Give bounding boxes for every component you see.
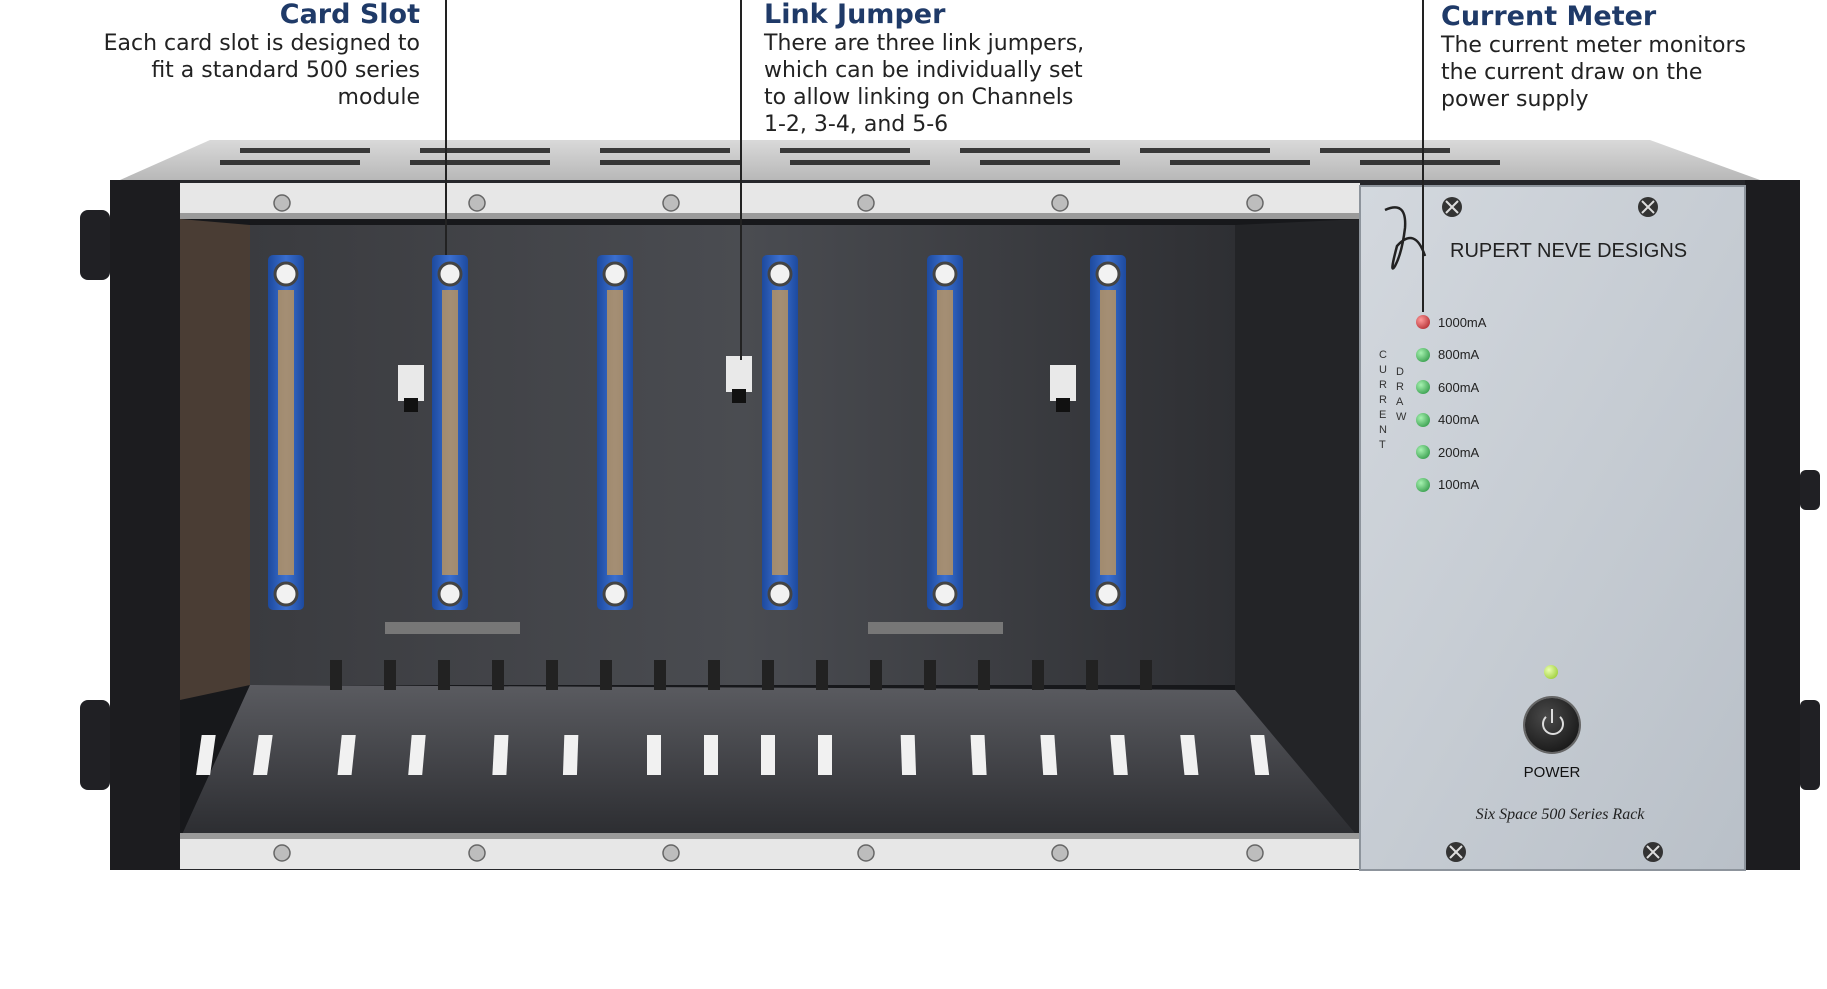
backplane xyxy=(250,225,1235,685)
led-600-icon xyxy=(1416,380,1430,395)
bottom-rail-screws xyxy=(273,844,1264,862)
meter-row: 800mA xyxy=(1416,339,1486,372)
card-slot-5 xyxy=(927,255,963,610)
meter-label: 200mA xyxy=(1438,444,1480,460)
meter-row: 600mA xyxy=(1416,371,1486,404)
power-led-icon xyxy=(1544,665,1558,679)
meter-label: 1000mA xyxy=(1438,314,1487,330)
led-1000-icon xyxy=(1416,315,1430,330)
power-label: POWER xyxy=(1523,764,1581,781)
led-200-icon xyxy=(1416,445,1430,460)
top-rail xyxy=(180,183,1360,217)
led-800-icon xyxy=(1416,347,1430,362)
right-inner-wall xyxy=(1235,219,1360,839)
meter-row: 200mA xyxy=(1416,436,1486,469)
lower-floor-slots xyxy=(196,735,1270,775)
model-label: Six Space 500 Series Rack xyxy=(1475,806,1645,823)
top-vents xyxy=(220,148,1500,165)
card-slot-callout: Card Slot Each card slot is designed to … xyxy=(104,0,420,111)
front-panel xyxy=(1359,185,1746,871)
power-symbol-icon xyxy=(1542,713,1564,735)
card-slot-6 xyxy=(1090,255,1126,610)
current-meter: 1000mA 800mA 600mA 400mA 200mA 100mA xyxy=(1416,306,1486,501)
current-label-right: DRAW xyxy=(1396,366,1407,423)
card-slot-connectors xyxy=(268,255,1126,610)
card-slot-leader xyxy=(445,0,447,255)
upper-floor-slots xyxy=(330,660,1152,690)
link-jumper-title: Link Jumper xyxy=(764,0,946,30)
card-slot-3 xyxy=(597,255,633,610)
link-jumper-description: There are three link jumpers, which can … xyxy=(764,31,1085,137)
meter-row: 100mA xyxy=(1416,469,1486,502)
current-meter-title: Current Meter xyxy=(1441,1,1657,32)
led-100-icon xyxy=(1416,477,1430,492)
meter-label: 600mA xyxy=(1438,379,1480,395)
power-symbol-line xyxy=(1551,709,1553,723)
top-rail-screws xyxy=(273,194,1264,212)
current-meter-description: The current meter monitors the current d… xyxy=(1441,33,1746,112)
chassis-top xyxy=(120,140,1760,180)
current-label-left: CURRENT xyxy=(1379,349,1387,451)
card-slot-4 xyxy=(762,255,798,610)
left-ear-top xyxy=(80,210,110,280)
meter-row: 1000mA xyxy=(1416,306,1486,339)
left-inner-wall xyxy=(180,219,250,700)
meter-row: 400mA xyxy=(1416,404,1486,437)
link-jumper-callout: Link Jumper There are three link jumpers… xyxy=(764,0,1084,138)
meter-label: 400mA xyxy=(1438,412,1480,428)
rnd-logo-icon xyxy=(1384,206,1427,270)
panel-brand: RUPERT NEVE DESIGNS xyxy=(1450,240,1688,262)
current-meter-leader xyxy=(1422,0,1424,312)
led-400-icon xyxy=(1416,412,1430,427)
meter-label: 100mA xyxy=(1438,477,1480,493)
card-slot-title: Card Slot xyxy=(279,0,420,30)
link-jumper-leader xyxy=(740,0,742,360)
right-ear-bottom xyxy=(1800,700,1820,790)
right-side-wall xyxy=(1745,180,1800,870)
backplane-headers xyxy=(385,622,1003,634)
panel-screw-crosses xyxy=(1445,200,1660,859)
left-ear-bottom xyxy=(80,700,110,790)
card-slot-1 xyxy=(268,255,304,610)
bottom-rail xyxy=(180,839,1360,869)
link-jumpers xyxy=(398,356,1076,412)
card-slot-description: Each card slot is designed to fit a stan… xyxy=(103,31,420,110)
power-button-icon[interactable] xyxy=(1525,698,1579,752)
meter-label: 800mA xyxy=(1438,347,1480,363)
card-slot-2 xyxy=(432,255,468,610)
right-ear-top xyxy=(1800,470,1820,510)
left-side-wall xyxy=(110,180,180,870)
current-meter-callout: Current Meter The current meter monitors… xyxy=(1441,2,1746,113)
